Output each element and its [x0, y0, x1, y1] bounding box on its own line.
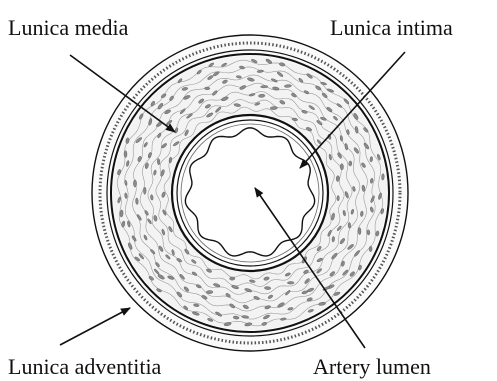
smooth-muscle-nucleus	[367, 230, 370, 235]
smooth-muscle-nucleus	[349, 161, 352, 166]
smooth-muscle-nucleus	[260, 85, 267, 88]
smooth-muscle-nucleus	[381, 174, 384, 181]
smooth-muscle-nucleus	[264, 286, 271, 289]
label-lunica-intima: Lunica intima	[330, 15, 453, 40]
smooth-muscle-nucleus	[358, 227, 361, 234]
smooth-muscle-nucleus	[340, 164, 344, 170]
smooth-muscle-nucleus	[337, 195, 339, 200]
smooth-muscle-nucleus	[369, 246, 372, 252]
smooth-muscle-nucleus	[258, 94, 265, 98]
label-artery-lumen: Artery lumen	[313, 354, 431, 379]
smooth-muscle-nucleus	[143, 187, 146, 194]
smooth-muscle-nucleus	[124, 151, 127, 158]
smooth-muscle-nucleus	[204, 87, 209, 90]
smooth-muscle-nucleus	[133, 180, 136, 187]
smooth-muscle-nucleus	[120, 210, 124, 217]
smooth-muscle-nucleus	[287, 281, 294, 284]
pointer-lunica-adventitia	[60, 308, 130, 345]
smooth-muscle-nucleus	[270, 106, 277, 109]
label-lunica-adventitia: Lunica adventitia	[8, 354, 162, 379]
label-lunica-media: Lunica media	[8, 15, 129, 40]
smooth-muscle-nucleus	[206, 290, 213, 293]
smooth-muscle-nucleus	[336, 176, 339, 182]
smooth-muscle-nucleus	[229, 277, 234, 280]
smooth-muscle-nucleus	[348, 222, 351, 228]
smooth-muscle-nucleus	[135, 198, 138, 205]
